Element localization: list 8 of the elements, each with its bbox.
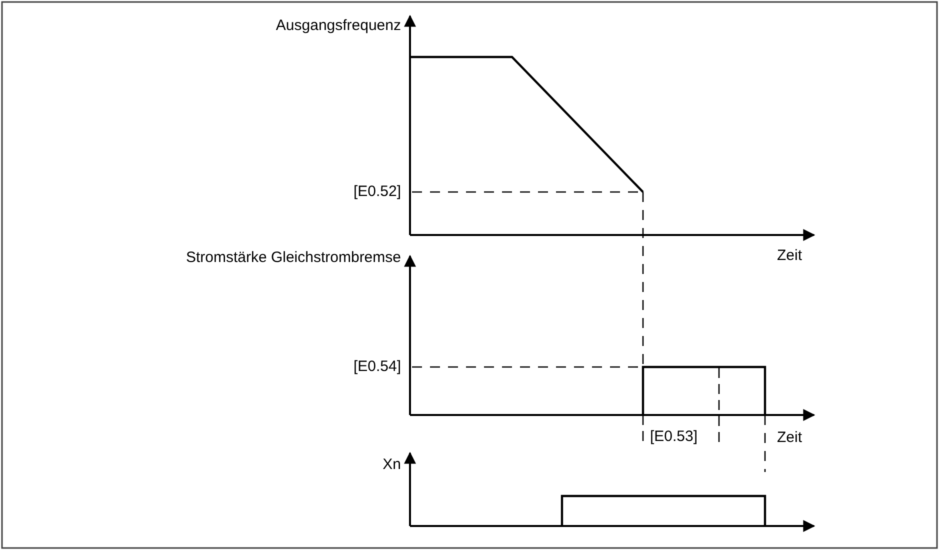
value-label: [E0.52] <box>353 183 401 201</box>
value-label: [E0.54] <box>353 358 401 376</box>
axis-label: Zeit <box>777 429 802 447</box>
value-label: [E0.53] <box>650 428 698 446</box>
axis-label: Stromstärke Gleichstrombremse <box>186 249 401 267</box>
axis-label: Xn <box>382 456 401 474</box>
axis-label: Ausgangsfrequenz <box>276 17 401 35</box>
axis-label: Zeit <box>777 247 802 265</box>
